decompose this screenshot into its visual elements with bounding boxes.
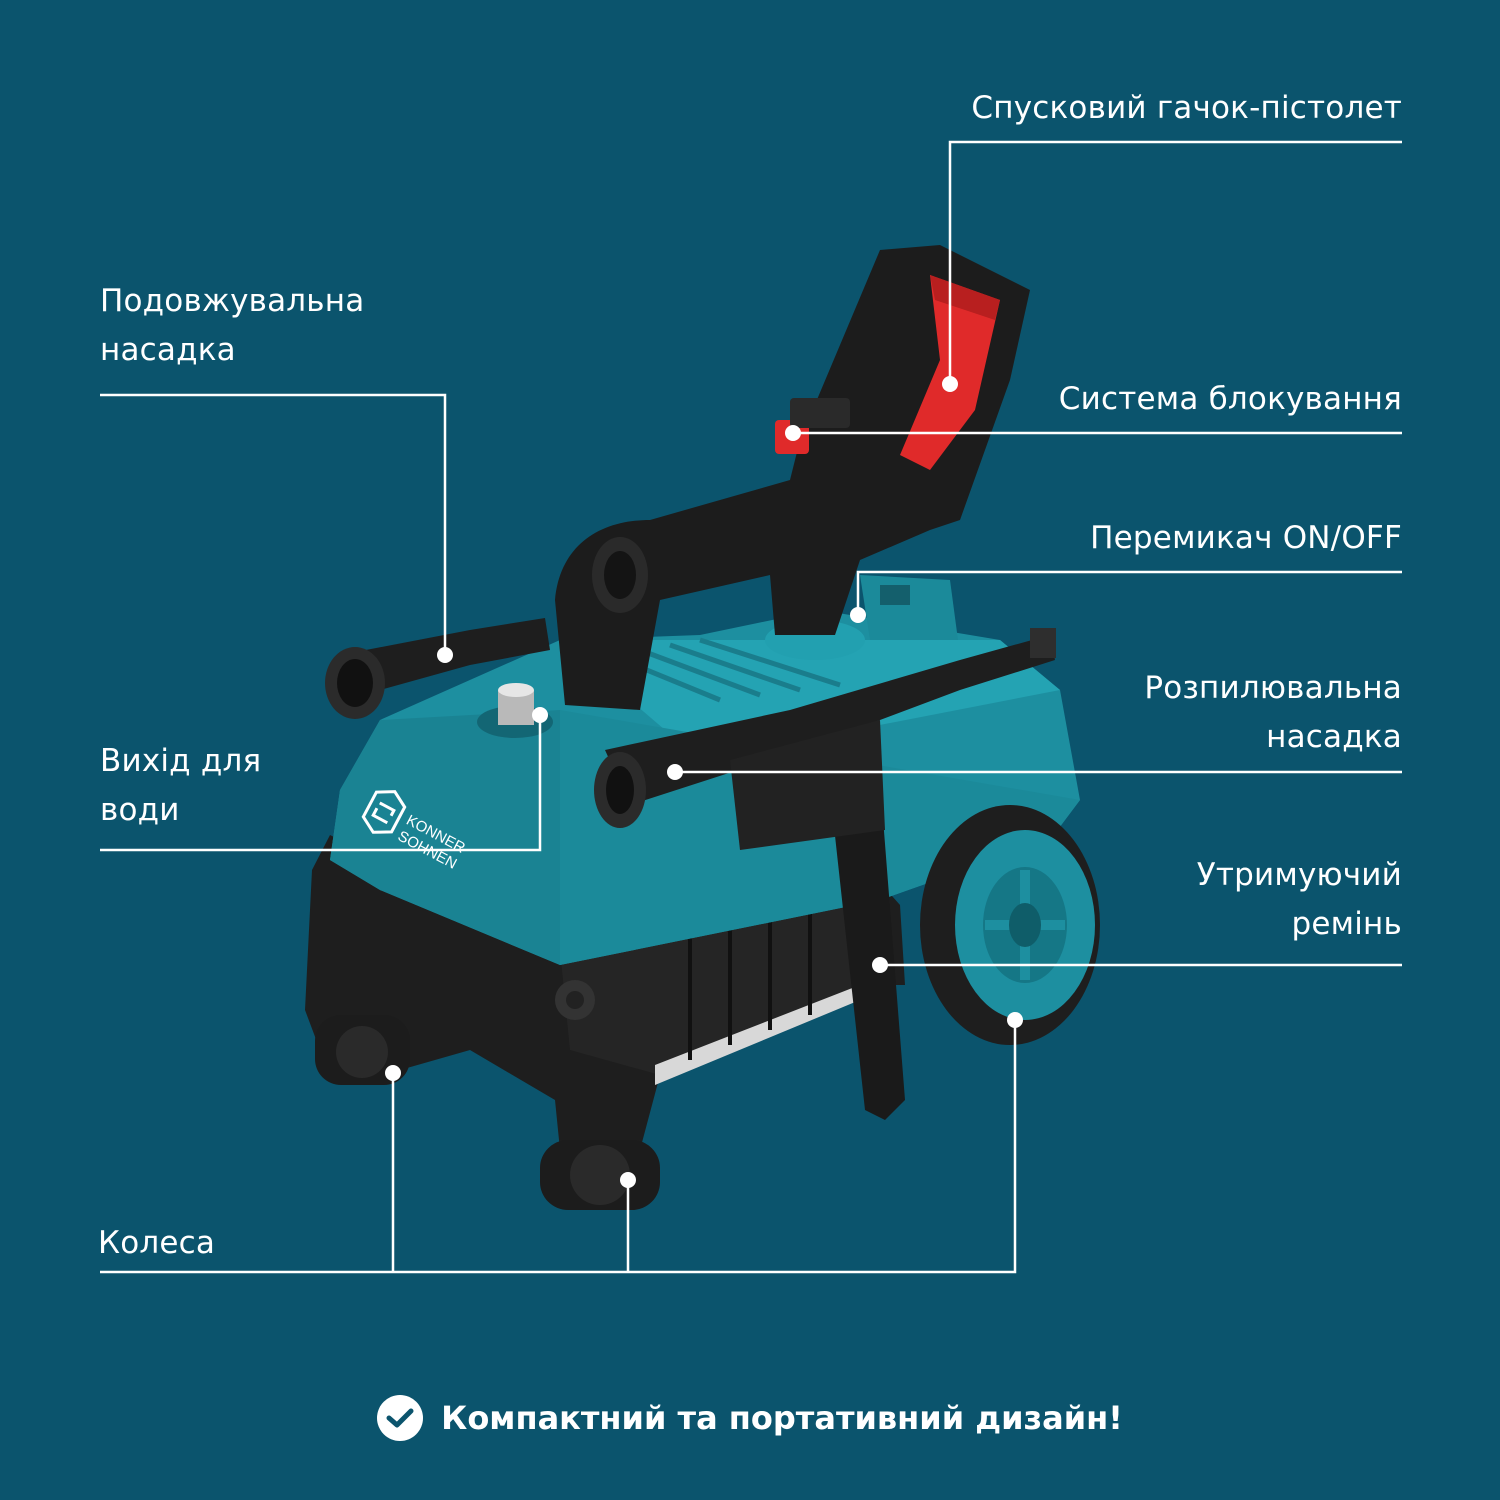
leader-lines	[100, 140, 1402, 1274]
label-extension-line-2: насадка	[100, 332, 236, 368]
dot-switch	[850, 607, 866, 623]
label-strap-line-1: Утримуючий	[1196, 857, 1402, 893]
label-spray: Розпилювальна насадка	[1144, 664, 1402, 762]
label-trigger-line-1: Спусковий гачок-пістолет	[971, 90, 1402, 126]
label-trigger: Спусковий гачок-пістолет	[971, 84, 1402, 133]
label-outlet: Вихід для води	[100, 737, 261, 835]
label-lock: Система блокування	[1059, 375, 1402, 424]
dot-wheel-front	[620, 1172, 636, 1188]
callout-dots	[385, 376, 1023, 1188]
footer-banner: Компактний та портативний дизайн!	[0, 1388, 1500, 1448]
leader-wheels	[100, 1020, 1017, 1274]
label-outlet-line-1: Вихід для	[100, 743, 262, 779]
label-outlet-line-2: води	[100, 792, 180, 828]
leader-trigger	[948, 140, 1402, 384]
label-spray-line-2: насадка	[1266, 719, 1402, 755]
dot-wheel-right	[1007, 1012, 1023, 1028]
label-extension: Подовжувальна насадка	[100, 277, 364, 375]
label-wheels-line-1: Колеса	[98, 1225, 216, 1261]
pressure-washer	[305, 245, 1100, 1210]
label-strap-line-2: ремінь	[1291, 906, 1402, 942]
footer-text: Компактний та портативний дизайн!	[441, 1399, 1123, 1437]
dot-trigger	[942, 376, 958, 392]
leader-outlet	[100, 715, 542, 852]
check-circle-icon	[377, 1395, 424, 1441]
dot-wheel-left	[385, 1065, 401, 1081]
label-wheels: Колеса	[98, 1219, 215, 1268]
label-extension-line-1: Подовжувальна	[100, 283, 365, 319]
dot-strap	[872, 957, 888, 973]
leader-extension	[100, 393, 447, 655]
label-switch-line-1: Перемикач ON/OFF	[1090, 520, 1402, 556]
label-strap: Утримуючий ремінь	[1197, 851, 1402, 949]
dot-outlet	[532, 707, 548, 723]
dot-lock	[785, 425, 801, 441]
label-lock-line-1: Система блокування	[1058, 381, 1402, 417]
leader-switch	[856, 570, 1402, 615]
dot-spray	[667, 764, 683, 780]
label-spray-line-1: Розпилювальна	[1144, 670, 1402, 706]
dot-extension	[437, 647, 453, 663]
label-switch: Перемикач ON/OFF	[1090, 514, 1402, 563]
